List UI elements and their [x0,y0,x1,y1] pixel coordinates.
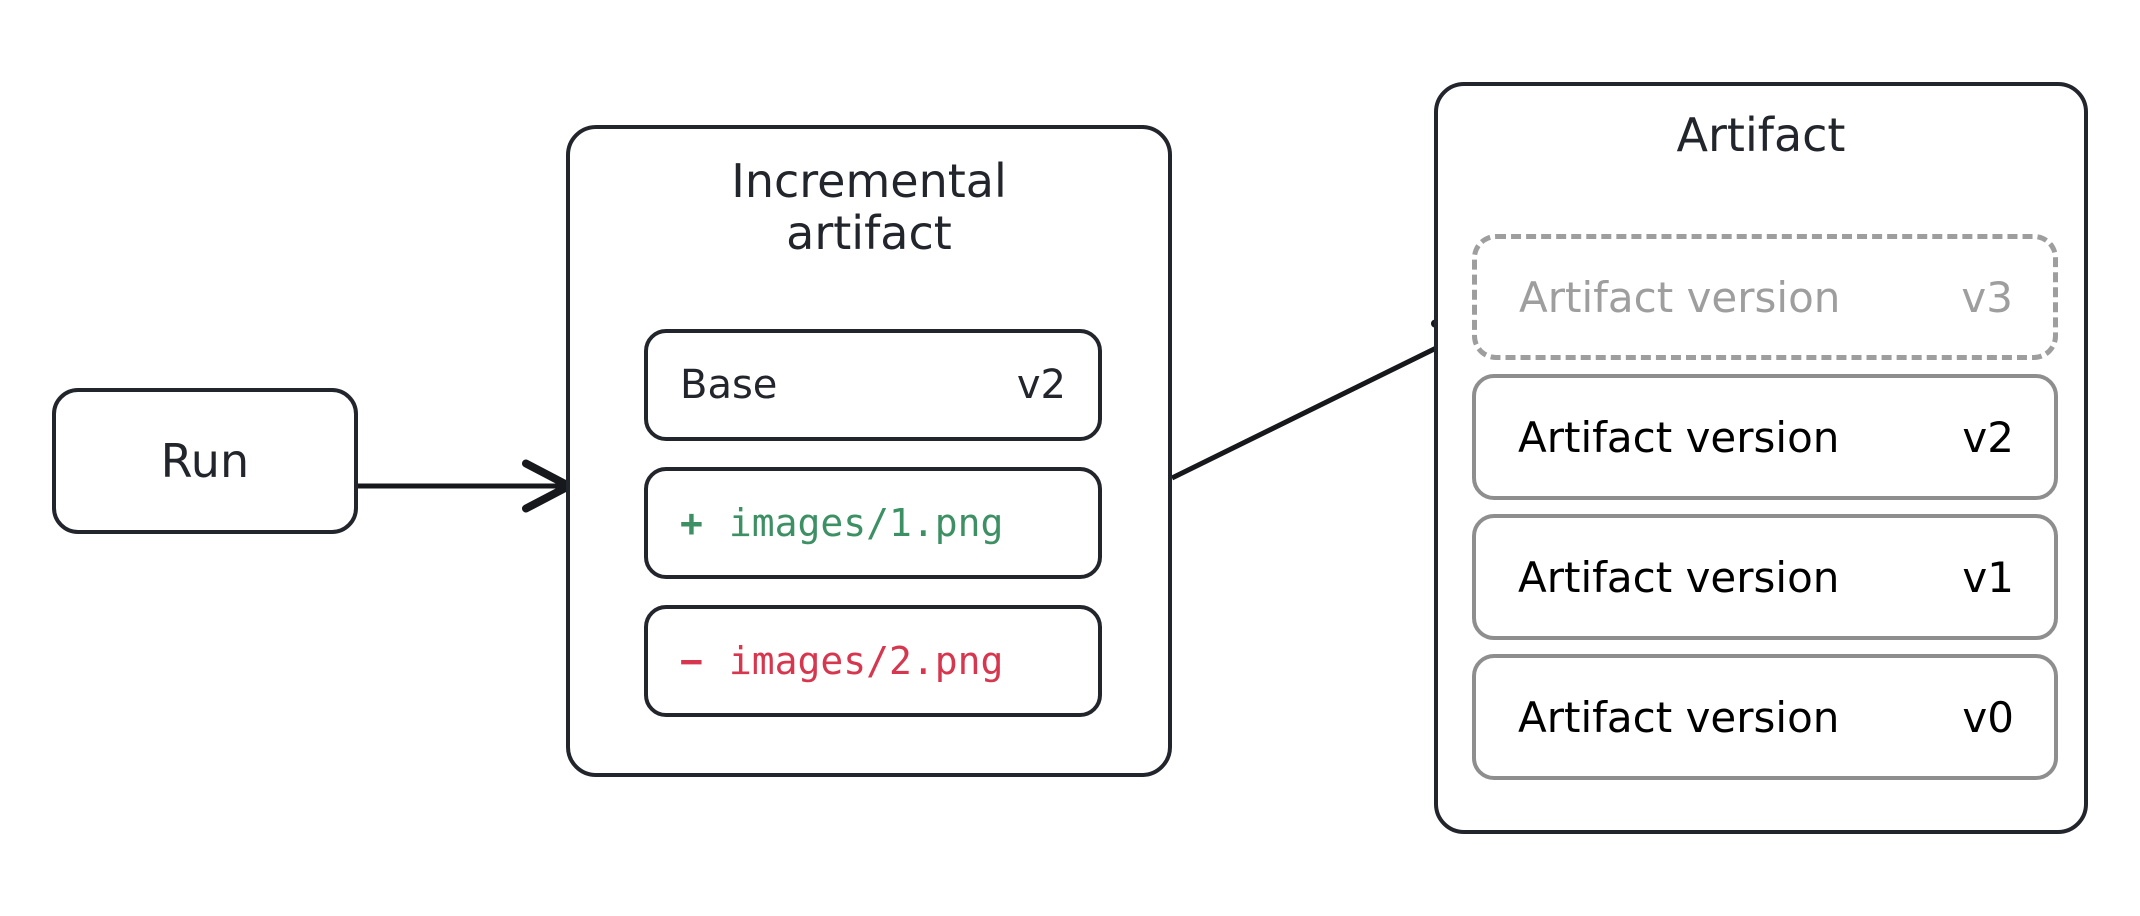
incremental-row-base-label: Base [680,362,778,408]
artifact-version-row-v3[interactable]: Artifact version v3 [1472,234,2058,360]
incremental-artifact-title-line2: artifact [786,206,952,261]
incremental-row-added-file[interactable]: + images/1.png [644,467,1102,579]
incremental-row-added-file-path: images/1.png [728,501,1004,545]
artifact-version-row-v1-label: Artifact version [1518,552,1840,602]
incremental-row-list: Base v2 + images/1.png − images/2.png [644,329,1102,717]
artifact-version-row-v2-label: Artifact version [1518,412,1840,462]
artifact-version-row-v0-label: Artifact version [1518,692,1840,742]
minus-icon: − [680,639,703,683]
run-node[interactable]: Run [52,388,358,534]
artifact-version-row-v2[interactable]: Artifact version v2 [1472,374,2058,500]
artifact-version-row-v2-value: v2 [1962,412,2014,462]
artifact-version-row-v3-label: Artifact version [1519,272,1841,322]
artifact-version-row-v3-value: v3 [1961,272,2013,322]
incremental-row-removed-file[interactable]: − images/2.png [644,605,1102,717]
artifact-node[interactable]: Artifact Artifact version v3 Artifact ve… [1434,82,2088,834]
incremental-artifact-node[interactable]: Incremental artifact Base v2 + images/1.… [566,125,1172,777]
artifact-version-row-v1[interactable]: Artifact version v1 [1472,514,2058,640]
incremental-row-base-version: v2 [1016,362,1066,408]
incremental-row-removed-file-path: images/2.png [728,639,1004,683]
artifact-title: Artifact [1676,108,1846,162]
artifact-version-row-v0[interactable]: Artifact version v0 [1472,654,2058,780]
incremental-row-base[interactable]: Base v2 [644,329,1102,441]
artifact-version-list: Artifact version v3 Artifact version v2 … [1472,234,2058,780]
run-node-label: Run [160,434,250,488]
artifact-version-row-v0-value: v0 [1962,692,2014,742]
incremental-artifact-title: Incremental artifact [570,155,1168,260]
incremental-artifact-title-line1: Incremental [731,154,1007,208]
artifact-version-row-v1-value: v1 [1962,552,2014,602]
plus-icon: + [680,501,703,545]
arrow-incremental-to-artifact [1170,319,1488,481]
